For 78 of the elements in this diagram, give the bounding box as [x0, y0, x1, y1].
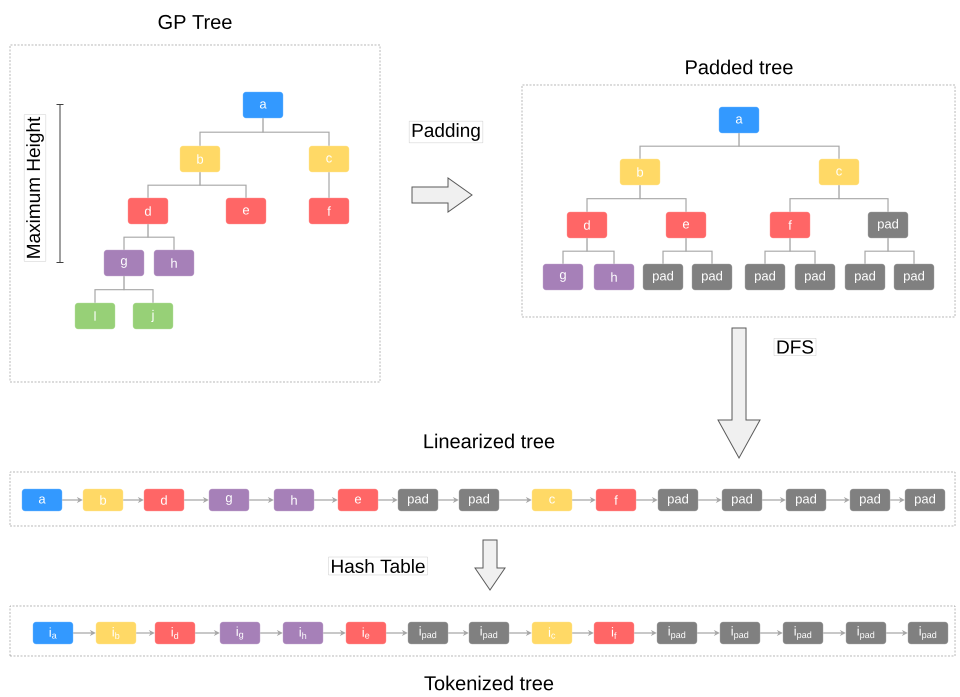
tree-node-box: pad [794, 264, 836, 290]
tree-branch-line [887, 238, 915, 264]
tree-node-box: pad [904, 488, 946, 512]
edge-label: Hash Table [328, 556, 428, 576]
tree-branch-line [639, 185, 687, 212]
tree-node-box: h [154, 250, 194, 276]
token-box: i$_{pad}$ [468, 622, 510, 644]
tree-node-box: h [274, 488, 314, 512]
node-label: Linearized tree [424, 434, 554, 448]
tree-node-box: d [566, 212, 608, 238]
tree-node-box: d [128, 198, 168, 224]
tree-branch-line [586, 238, 615, 264]
token-box: i$_{pad}$ [656, 622, 698, 644]
tree-branch-line [199, 172, 247, 198]
token-box: i$_{pad}$ [782, 622, 824, 644]
token-box: i$_{d}$ [154, 622, 196, 644]
tree-node-box: g [208, 488, 250, 512]
tree-node-box: e [666, 212, 706, 238]
tree-node-box: l [74, 302, 116, 330]
token-box: i$_{e}$ [346, 622, 386, 644]
token-box: i$_{pad}$ [720, 622, 760, 644]
tree-node-box: b [180, 146, 220, 172]
edge-label: DFS [774, 338, 816, 356]
tree-node-box: g [104, 250, 144, 276]
edge-label: Padding [408, 120, 484, 144]
tree-node-box: j [132, 302, 174, 330]
tree-node-box: pad [642, 264, 684, 290]
tree-branch-line [147, 224, 175, 250]
tree-node-box: pad [786, 488, 826, 512]
tree-branch-line [685, 238, 713, 264]
tree-node-box: pad [658, 488, 698, 512]
token-box: i$_{c}$ [532, 622, 572, 644]
tree-node-box: f [308, 198, 350, 224]
tree-node-box: f [770, 212, 810, 238]
block-arrow [717, 328, 761, 460]
tree-node-box: c [532, 488, 572, 512]
tree-branch-line [789, 238, 816, 264]
token-box: i$_{h}$ [282, 622, 324, 644]
tree-node-box: pad [722, 488, 762, 512]
tree-node-box: b [620, 158, 660, 186]
tree-branch-line [738, 133, 840, 159]
token-box: i$_{pad}$ [408, 622, 448, 644]
node-label: GP Tree [158, 14, 232, 30]
token-box: i$_{pad}$ [908, 622, 948, 644]
tree-node-box: e [226, 198, 266, 224]
block-arrow [412, 177, 473, 213]
tree-branch-line [838, 185, 889, 212]
tree-node-box: c [308, 146, 350, 172]
tree-branch-line [123, 276, 154, 303]
tree-node-box: g [542, 264, 584, 290]
tree-node-box: pad [894, 264, 934, 290]
tree-node-box: pad [868, 212, 908, 238]
tree-node-box: d [144, 488, 184, 512]
token-box: i$_{b}$ [96, 622, 136, 644]
tree-node-box: h [594, 264, 634, 290]
tree-node-box: pad [458, 488, 500, 512]
token-box: i$_{g}$ [220, 622, 260, 644]
block-arrow [474, 540, 506, 591]
tree-node-box: pad [692, 264, 732, 290]
token-box: i$_{f}$ [594, 622, 634, 644]
token-box: i$_{a}$ [32, 622, 74, 644]
tree-branch-line [328, 172, 330, 198]
tree-node-box: pad [844, 264, 886, 290]
tree-node-box: a [242, 92, 284, 118]
tree-node-box: b [82, 488, 124, 512]
axis-label: Maximum Height [24, 114, 46, 262]
node-label: Padded tree [686, 60, 793, 74]
tree-node-box: pad [398, 488, 438, 512]
tree-node-box: c [818, 158, 860, 186]
tree-node-box: e [338, 488, 378, 512]
tree-node-box: a [718, 106, 760, 134]
tree-node-box: pad [850, 488, 890, 512]
tree-node-box: f [596, 488, 636, 512]
tree-node-box: a [22, 488, 62, 512]
node-label: Tokenized tree [424, 676, 554, 690]
tree-node-box: pad [744, 264, 786, 290]
tree-branch-line [262, 118, 330, 146]
token-box: i$_{pad}$ [846, 622, 886, 644]
